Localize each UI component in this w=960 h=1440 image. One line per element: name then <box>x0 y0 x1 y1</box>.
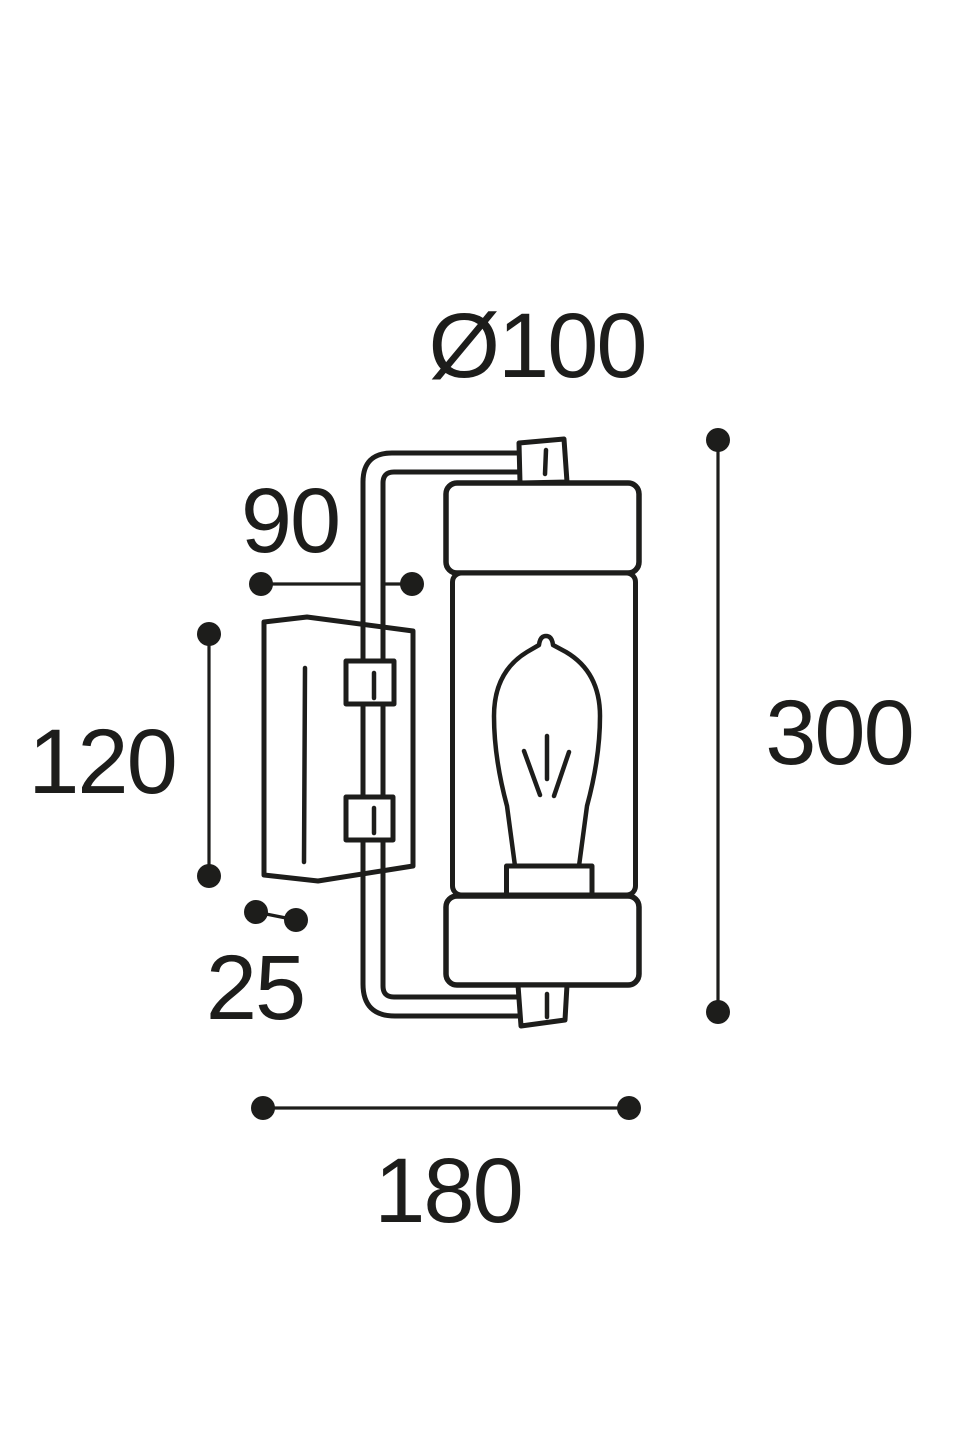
dimension-arm: 90 <box>241 470 424 596</box>
finial-body <box>516 436 570 486</box>
bottom-cap <box>443 893 642 988</box>
dimension-dot <box>284 908 308 932</box>
dimension-diameter-label: Ø100 <box>428 295 645 397</box>
dimension-dot <box>244 900 268 924</box>
bulb-filament <box>521 733 572 799</box>
dimension-dot <box>197 864 221 888</box>
dimension-overall-height-label: 300 <box>765 682 913 784</box>
top-cap <box>443 480 642 576</box>
clamp-body <box>343 658 397 707</box>
bottom-finial <box>515 982 570 1029</box>
lamp-body <box>443 436 642 1029</box>
dimension-wall-offset-label: 25 <box>206 937 304 1039</box>
dimension-diameter: Ø100 <box>428 295 647 397</box>
tube-clamp-top <box>343 658 397 707</box>
dimension-backplate-height-label: 120 <box>28 711 176 813</box>
finial-slot <box>542 447 549 477</box>
dimension-dot <box>706 1000 730 1024</box>
finial-body <box>515 982 570 1029</box>
clamp-body <box>343 794 396 843</box>
dimension-dot <box>617 1096 641 1120</box>
dimension-wall-offset: 25 <box>206 900 308 1039</box>
filament-line <box>551 749 572 799</box>
dimension-backplate-height: 120 <box>28 622 221 888</box>
dimension-dot <box>251 1096 275 1120</box>
dimension-dot <box>197 622 221 646</box>
filament-line <box>521 748 543 798</box>
dimension-arm-label: 90 <box>241 470 339 572</box>
dimension-overall-projection-label: 180 <box>374 1140 522 1242</box>
wall-plate <box>261 614 416 884</box>
dimension-dot <box>706 428 730 452</box>
bulb-socket <box>504 863 595 898</box>
dimension-dot <box>249 572 273 596</box>
dimension-dot <box>400 572 424 596</box>
dimension-overall-height: 300 <box>706 428 915 1024</box>
dimension-overall-projection: 180 <box>251 1096 641 1242</box>
wall-plate-edge-line <box>301 665 308 865</box>
wall-plate-outline <box>261 614 416 884</box>
tube-clamp-bottom <box>343 794 396 843</box>
top-finial <box>516 436 570 486</box>
